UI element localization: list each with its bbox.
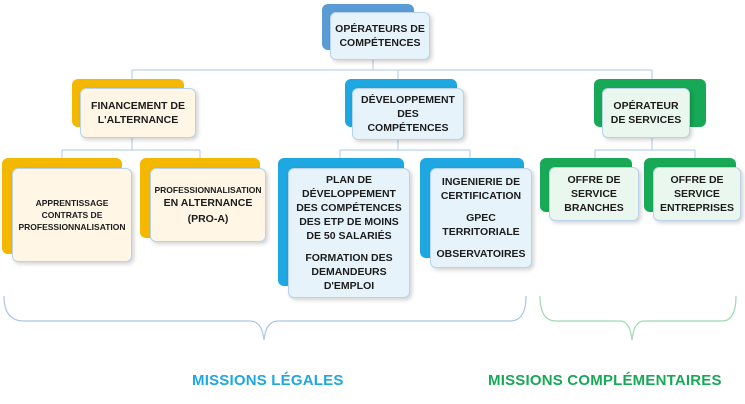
ingenierie-line4: TERRITORIALE xyxy=(442,226,520,238)
plan-line6: FORMATION DES xyxy=(305,252,393,264)
developpement-line1: DÉVELOPPEMENT xyxy=(361,94,455,106)
root-line1: OPÉRATEURS DE xyxy=(335,23,425,35)
branch-node-financement: FINANCEMENT DE L'ALTERNANCE xyxy=(80,88,196,138)
apprentissage-line3: PROFESSIONNALISATION xyxy=(18,222,126,232)
plan-line2: DÉVELOPPEMENT xyxy=(302,188,396,200)
plan-line1: PLAN DE xyxy=(325,174,373,186)
offre-branches-line2: SERVICE xyxy=(571,188,617,200)
root-node-operateurs: OPÉRATEURS DE COMPÉTENCES xyxy=(330,12,430,60)
leaf-node-plan: PLAN DE DÉVELOPPEMENT DES COMPÉTENCES DE… xyxy=(288,168,410,298)
brace-missions-legales xyxy=(3,295,527,341)
leaf-node-pro-a: PROFESSIONNALISATION EN ALTERNANCE (PRO-… xyxy=(150,168,266,242)
leaf-node-offre-branches: OFFRE DE SERVICE BRANCHES xyxy=(549,167,639,221)
missions-legales-label: MISSIONS LÉGALES xyxy=(192,372,344,389)
apprentissage-line1: APPRENTISSAGE xyxy=(35,198,109,208)
ingenierie-line5: OBSERVATOIRES xyxy=(436,248,526,260)
operateur-line1: OPÉRATEUR xyxy=(613,100,679,112)
offre-branches-line3: BRANCHES xyxy=(564,202,624,214)
offre-entreprises-line1: OFFRE DE xyxy=(670,174,724,186)
ingenierie-line3: GPEC xyxy=(466,212,496,224)
missions-complementaires-label: MISSIONS COMPLÉMENTAIRES xyxy=(488,372,722,389)
leaf-node-offre-entreprises: OFFRE DE SERVICE ENTREPRISES xyxy=(653,167,741,221)
brace-missions-complementaires xyxy=(539,295,737,341)
pro-a-line2: EN ALTERNANCE xyxy=(163,197,253,209)
operateur-line2: DE SERVICES xyxy=(610,114,682,126)
offre-branches-line1: OFFRE DE xyxy=(567,174,621,186)
ingenierie-line1: INGENIERIE DE xyxy=(441,176,521,188)
plan-line7: DEMANDEURS xyxy=(311,266,387,278)
leaf-node-apprentissage: APPRENTISSAGE CONTRATS DE PROFESSIONNALI… xyxy=(12,168,132,262)
branch-node-developpement: DÉVELOPPEMENT DES COMPÉTENCES xyxy=(352,88,464,140)
branch-node-operateur: OPÉRATEUR DE SERVICES xyxy=(602,88,690,138)
plan-line5: DE 50 SALARIÉS xyxy=(306,230,392,242)
financement-line2: L'ALTERNANCE xyxy=(97,114,179,126)
plan-line8: D'EMPLOI xyxy=(323,280,375,292)
developpement-line3: COMPÉTENCES xyxy=(367,122,449,134)
pro-a-line1: PROFESSIONNALISATION xyxy=(154,185,262,195)
plan-line4: DES ETP DE MOINS xyxy=(299,216,399,228)
developpement-line2: DES xyxy=(397,108,419,120)
ingenierie-line2: CERTIFICATION xyxy=(440,190,522,202)
root-line2: COMPÉTENCES xyxy=(339,37,421,49)
leaf-node-ingenierie: INGENIERIE DE CERTIFICATION GPEC TERRITO… xyxy=(430,168,532,268)
offre-entreprises-line2: SERVICE xyxy=(674,188,720,200)
apprentissage-line2: CONTRATS DE xyxy=(41,210,103,220)
financement-line1: FINANCEMENT DE xyxy=(91,100,185,112)
pro-a-line3: (PRO-A) xyxy=(187,213,229,225)
plan-line3: DES COMPÉTENCES xyxy=(296,202,402,214)
offre-entreprises-line3: ENTREPRISES xyxy=(659,202,735,214)
